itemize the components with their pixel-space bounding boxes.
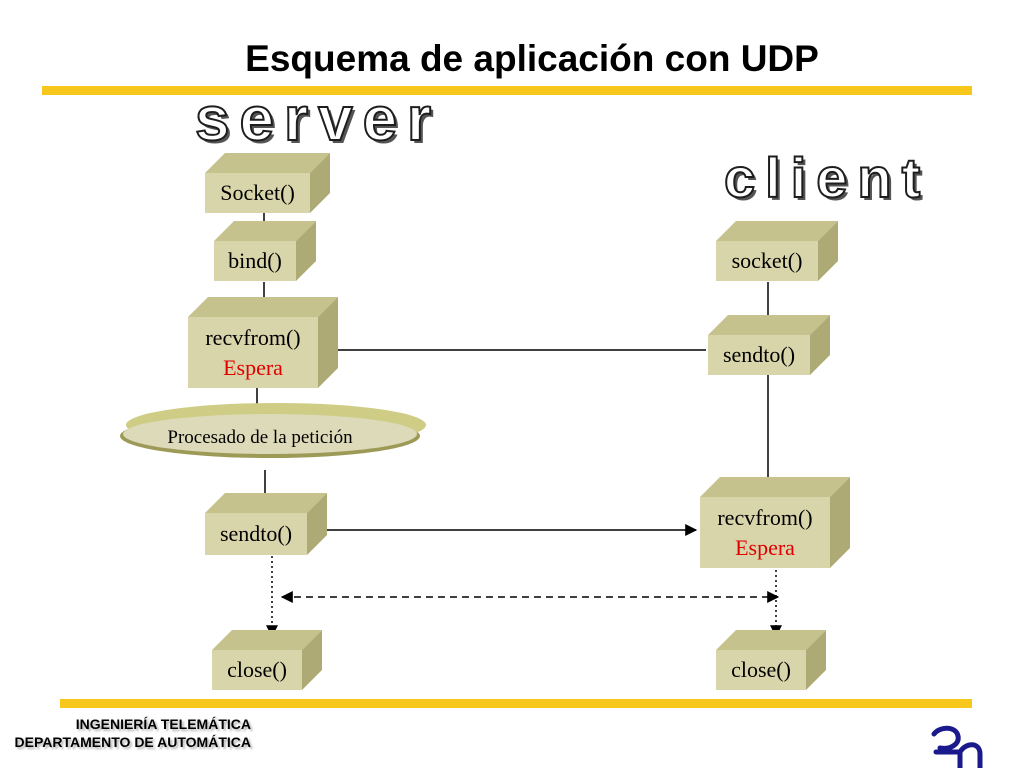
page-title: Esquema de aplicación con UDP [245,38,819,79]
server-recvfrom-box: recvfrom() Espera [188,297,338,388]
footer-line-1: INGENIERÍA TELEMÁTICA [75,716,251,732]
department-logo-icon [931,725,983,768]
server-bind-label: bind() [228,248,282,273]
server-recvfrom-label: recvfrom() [205,324,301,350]
server-close-label: close() [227,657,287,682]
client-recvfrom-box: recvfrom() Espera [700,477,850,568]
process-request-label: Procesado de la petición [167,427,353,448]
server-wait-label: Espera [223,354,283,380]
client-close-label: close() [731,657,791,682]
client-label: client [723,145,931,210]
client-close-box: close() [716,630,826,690]
server-close-box: close() [212,630,322,690]
top-accent-bar [42,86,972,95]
client-recvfrom-label: recvfrom() [717,504,813,530]
server-sendto-box: sendto() [205,493,327,555]
server-label: server [194,84,442,155]
server-bind-box: bind() [214,221,316,281]
server-sendto-label: sendto() [219,521,293,546]
client-sendto-box: sendto() [708,315,830,375]
client-sendto-label: sendto() [722,342,796,367]
client-socket-box: socket() [716,221,838,281]
server-socket-label: Socket() [220,180,295,205]
server-socket-box: Socket() [205,153,330,213]
client-socket-label: socket() [731,248,803,273]
footer-line-2: DEPARTAMENTO DE AUTOMÁTICA [14,734,251,750]
process-request-node: Procesado de la petición [110,398,430,462]
bottom-accent-bar [60,699,972,708]
client-wait-label: Espera [735,534,795,560]
